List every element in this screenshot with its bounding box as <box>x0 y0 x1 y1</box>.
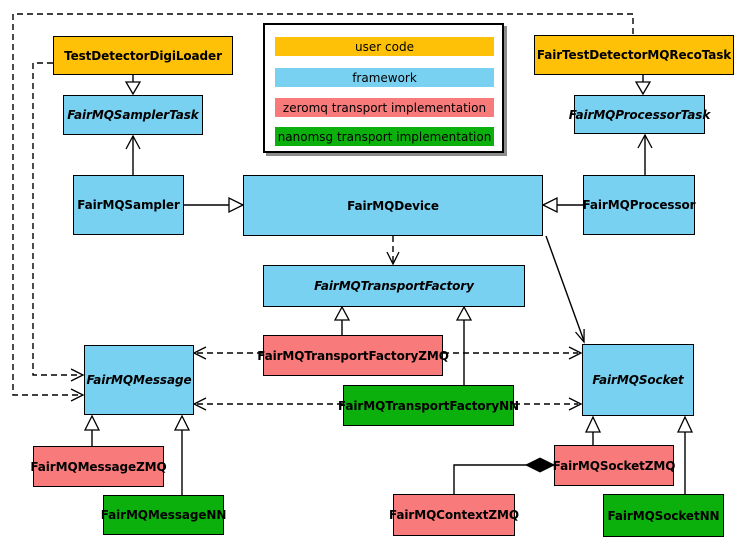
edge-socketnn-socket <box>676 415 694 494</box>
edge-sampler-device <box>184 196 245 214</box>
class-node-fairmqcontextzmq: FairMQContextZMQ <box>389 494 519 536</box>
class-node-fairmqmessagenn: FairMQMessageNN <box>101 495 226 535</box>
edge-device-socket <box>545 235 585 344</box>
edge-socketzmq-socket <box>584 415 602 445</box>
edge-tfzmq-socket <box>443 346 583 360</box>
class-node-fairtestdetectormqrecotask: FairTestDetectorMQRecoTask <box>534 35 734 75</box>
class-node-fairmqsocket: FairMQSocket <box>582 344 694 416</box>
edge-contextzmq-socketzmq <box>453 457 556 494</box>
edge-digiloader-message <box>32 62 85 382</box>
edge-recotask-message <box>12 13 634 402</box>
edge-tfzmq-message <box>192 346 263 360</box>
edge-device-transportfactory <box>386 236 400 266</box>
edge-tfnn-message <box>192 397 343 411</box>
class-node-fairmqsamplertask: FairMQSamplerTask <box>63 95 203 135</box>
edge-processor-processortask <box>637 133 653 175</box>
legend-item-nanomsg: nanomsg transport implementation <box>275 127 494 146</box>
class-node-testdetectordigiloader: TestDetectorDigiLoader <box>53 36 233 75</box>
class-node-fairmqmessagezmq: FairMQMessageZMQ <box>30 446 167 487</box>
class-node-fairmqprocessortask: FairMQProcessorTask <box>569 95 710 134</box>
class-node-fairmqsocketzmq: FairMQSocketZMQ <box>553 445 675 486</box>
edge-messagenn-message <box>173 414 191 495</box>
class-node-fairmqdevice: FairMQDevice <box>243 175 543 236</box>
edge-messagezmq-message <box>83 414 101 446</box>
edge-recotask-processortask <box>634 75 652 96</box>
legend-item-user-code: user code <box>275 37 494 56</box>
class-node-fairmqtransportfactory: FairMQTransportFactory <box>263 265 525 307</box>
legend-item-zeromq: zeromq transport implementation <box>275 98 494 117</box>
class-node-fairmqprocessor: FairMQProcessor <box>583 175 696 235</box>
class-node-fairmqtransportfactoryzmq: FairMQTransportFactoryZMQ <box>257 335 449 376</box>
class-node-fairmqsocketnn: FairMQSocketNN <box>603 494 724 537</box>
edge-sampler-samplertask <box>125 134 141 175</box>
class-node-fairmqsampler: FairMQSampler <box>73 175 184 235</box>
legend: user code framework zeromq transport imp… <box>263 23 504 153</box>
edge-processor-device <box>541 196 583 214</box>
edge-tfzmq-transportfactory <box>333 305 351 335</box>
edge-tfnn-transportfactory <box>455 305 473 385</box>
edge-tfnn-socket <box>514 397 583 411</box>
legend-item-framework: framework <box>275 68 494 87</box>
class-node-fairmqmessage: FairMQMessage <box>84 345 194 415</box>
edge-digiloader-samplertask <box>124 75 142 96</box>
class-node-fairmqtransportfactorynn: FairMQTransportFactoryNN <box>338 385 519 426</box>
